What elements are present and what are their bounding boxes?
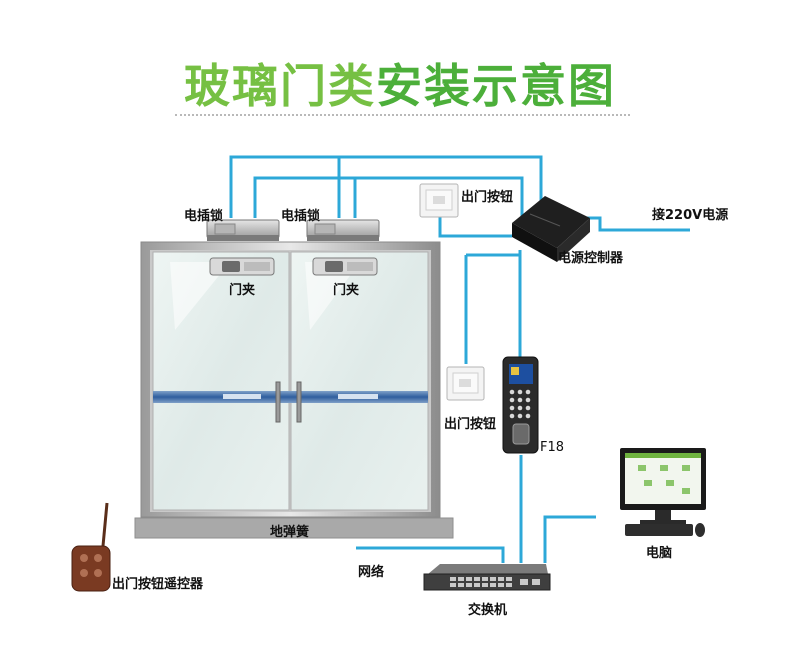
wire-power-input bbox=[585, 216, 690, 232]
label-clip-left: 门夹 bbox=[229, 283, 256, 298]
title-underline bbox=[175, 114, 630, 116]
label-power-controller: 电源控制器 bbox=[558, 251, 624, 266]
wire-inner-loop bbox=[253, 176, 524, 222]
door-clip-left bbox=[209, 257, 275, 276]
label-lock-right: 电插锁 bbox=[281, 209, 321, 224]
label-exit-button-top: 出门按钮 bbox=[461, 190, 514, 205]
door-clip-right bbox=[312, 257, 378, 276]
label-exit-button-mid: 出门按钮 bbox=[444, 417, 497, 432]
label-lock-left: 电插锁 bbox=[184, 209, 224, 224]
wire-network bbox=[356, 546, 505, 563]
label-clip-right: 门夹 bbox=[333, 283, 360, 298]
diagram-title: 玻璃门类安装示意图 bbox=[0, 50, 800, 116]
label-network: 网络 bbox=[358, 565, 385, 580]
floor-spring-bar bbox=[134, 517, 454, 539]
exit-button-top bbox=[419, 183, 459, 218]
label-switch: 交换机 bbox=[468, 603, 508, 618]
network-switch bbox=[423, 564, 551, 591]
title-part2: 安装示意图 bbox=[376, 59, 616, 113]
remote-controller bbox=[71, 502, 111, 592]
computer bbox=[620, 448, 706, 537]
electric-lock-right bbox=[306, 219, 380, 241]
label-device-model: F18 bbox=[540, 440, 565, 455]
wires bbox=[229, 155, 690, 563]
label-power-input: 接220V电源 bbox=[652, 208, 729, 223]
wire-switch-to-pc bbox=[543, 515, 596, 563]
title-part1: 玻璃门类 bbox=[184, 59, 376, 113]
wire-exit-top bbox=[438, 213, 512, 238]
electric-lock-left bbox=[206, 219, 280, 241]
exit-button-mid bbox=[446, 366, 485, 401]
wire-top-loop bbox=[229, 155, 543, 222]
label-remote: 出门按钮遥控器 bbox=[112, 577, 204, 592]
glass-door bbox=[140, 241, 441, 518]
power-controller bbox=[512, 196, 590, 262]
label-floor-spring: 地弹簧 bbox=[270, 525, 310, 540]
label-computer: 电脑 bbox=[646, 546, 673, 561]
access-reader-f18 bbox=[502, 356, 539, 454]
